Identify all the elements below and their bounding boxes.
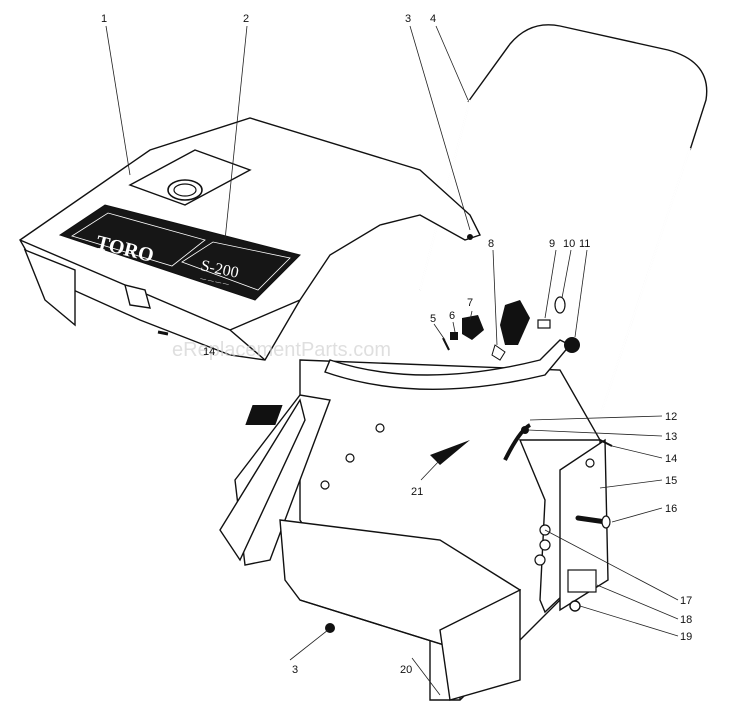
callout-15: 15 [665, 475, 677, 487]
callout-11: 11 [579, 238, 590, 250]
callout-20: 20 [400, 664, 412, 676]
callout-10: 10 [563, 238, 575, 250]
callout-7: 7 [467, 297, 473, 309]
decal-subtitle-1: — — — — [200, 276, 230, 288]
callout-4: 4 [430, 13, 436, 25]
hardware [157, 234, 613, 633]
callout-13: 13 [665, 431, 677, 443]
hood [19, 117, 481, 361]
callout-17: 17 [680, 595, 692, 607]
callouts: 1 2 3 4 5 6 7 8 9 10 11 12 13 14 14 15 1… [101, 13, 692, 676]
callout-2: 2 [243, 13, 249, 25]
callout-14-side: 14 [665, 453, 677, 465]
callout-3-top: 3 [405, 13, 411, 25]
callout-16: 16 [665, 503, 677, 515]
callout-3-bottom: 3 [292, 664, 298, 676]
callout-1: 1 [101, 13, 107, 25]
callout-6: 6 [449, 310, 455, 322]
callout-21: 21 [411, 486, 423, 498]
callout-18: 18 [680, 614, 692, 626]
decal-subtitle-2: — — — [200, 284, 222, 294]
handle [419, 24, 708, 471]
callout-5: 5 [430, 313, 436, 325]
callout-8: 8 [488, 238, 494, 250]
callout-12: 12 [665, 411, 677, 423]
callout-9: 9 [549, 238, 555, 250]
watermark-text: eReplacementParts.com [172, 339, 391, 361]
callout-19: 19 [680, 631, 692, 643]
frame [219, 339, 609, 701]
callout-14-hood: 14 [203, 346, 215, 358]
leader-lines [105, 25, 679, 696]
